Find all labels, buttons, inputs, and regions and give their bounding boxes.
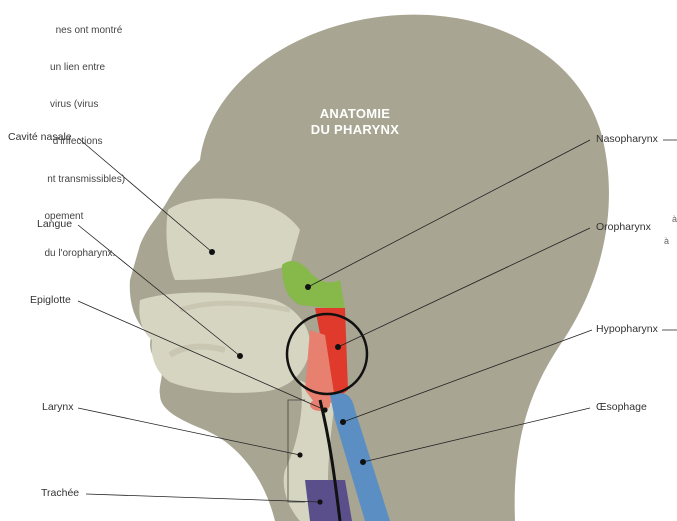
intro-line: un lien entre (0, 62, 320, 74)
label-nasal-cavity: Cavité nasale (8, 131, 72, 143)
label-nasopharynx: Nasopharynx (596, 133, 658, 145)
intro-line: nt transmissibles) (0, 174, 320, 186)
intro-line: virus (virus (0, 99, 320, 111)
label-epiglottis: Epiglotte (30, 294, 71, 306)
label-esophagus: Œsophage (596, 401, 647, 413)
label-oropharynx: Oropharynx (596, 221, 651, 233)
diagram-title: ANATOMIE DU PHARYNX (300, 106, 410, 138)
title-line-2: DU PHARYNX (300, 122, 410, 138)
trachea-tube (305, 480, 352, 521)
label-tongue: Langue (37, 218, 72, 230)
label-trachea: Trachée (41, 487, 79, 499)
edge-fragment: à (664, 236, 669, 246)
edge-fragment: à (672, 214, 677, 224)
label-larynx: Larynx (42, 401, 74, 413)
intro-line: du l'oropharynx. (0, 248, 320, 260)
title-line-1: ANATOMIE (300, 106, 410, 122)
intro-line: nes ont montré (0, 25, 320, 37)
label-hypopharynx: Hypopharynx (596, 323, 658, 335)
